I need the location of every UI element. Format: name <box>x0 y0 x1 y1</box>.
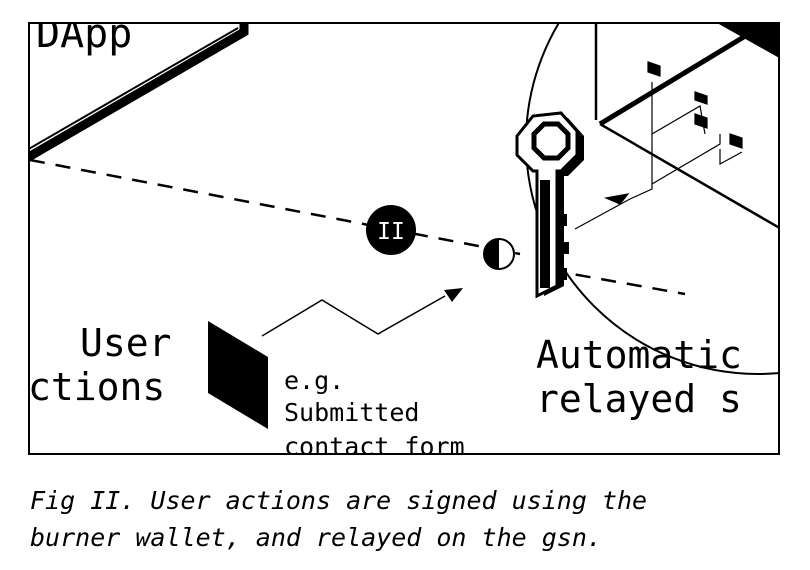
signed-action-parallelogram-icon <box>208 321 268 429</box>
automatic-label-line2: relayed s <box>536 377 742 421</box>
user-actions-label-line2: ctions <box>28 365 166 409</box>
relay-network-box-icon <box>594 24 778 229</box>
half-circle-icon <box>483 238 515 270</box>
dashed-relay-path <box>30 158 686 296</box>
user-actions-label-line1: User <box>80 321 172 365</box>
key-icon <box>515 111 584 299</box>
example-label-line2: Submitted <box>284 398 420 427</box>
relay-circle <box>525 24 778 375</box>
example-label-line3: contact form <box>284 432 465 455</box>
figure-caption: Fig II. User actions are signed using th… <box>30 482 800 556</box>
figure-frame: II DApp User ctions e.g. Submitted conta… <box>28 22 780 455</box>
flow-diagram: II <box>30 24 778 429</box>
caption-line2: burner wallet, and relayed on the gsn. <box>30 523 602 552</box>
network-connections <box>574 61 743 230</box>
dapp-label: DApp <box>36 22 133 57</box>
caption-line1: Fig II. User actions are signed using th… <box>30 486 648 515</box>
signing-arrow <box>261 288 463 337</box>
step-badge: II <box>366 205 416 255</box>
automatic-label-line1: Automatic <box>536 333 742 377</box>
step-badge-text: II <box>377 219 405 245</box>
dapp-box-icon <box>30 24 249 162</box>
example-label-line1: e.g. <box>284 366 345 395</box>
